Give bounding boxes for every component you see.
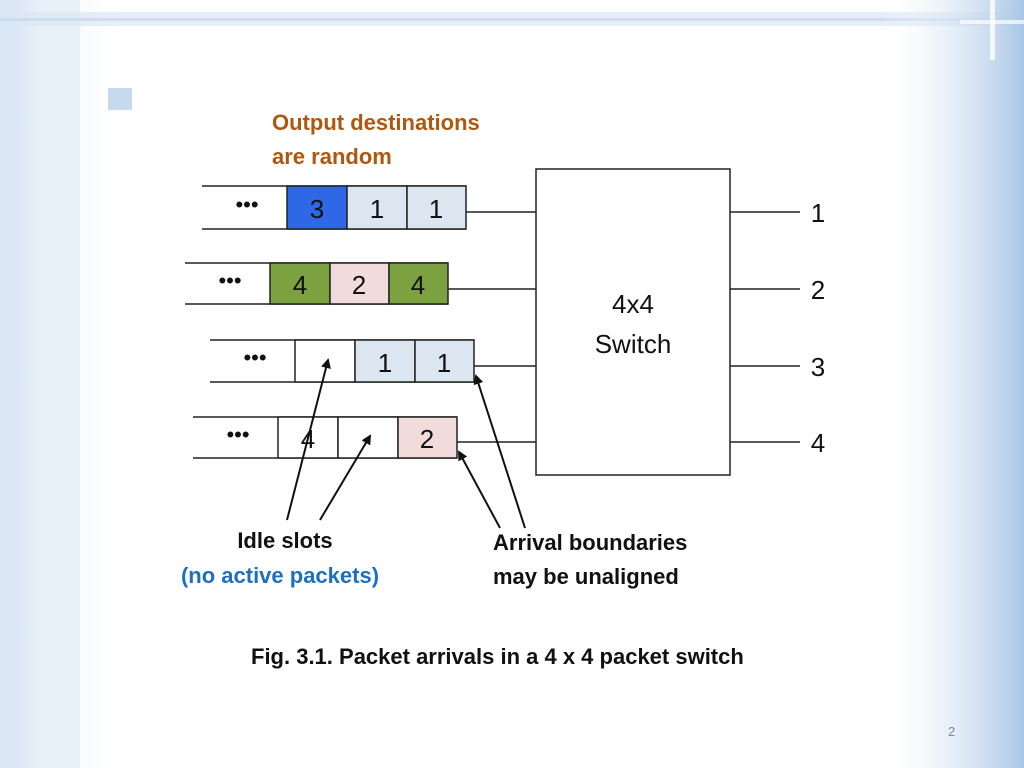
input-queue-4: ••• 4 2 <box>193 416 536 459</box>
figure-caption: Fig. 3.1. Packet arrivals in a 4 x 4 pac… <box>251 644 744 669</box>
queue-ellipsis: ••• <box>235 192 258 217</box>
packet-label: 1 <box>378 348 392 378</box>
arrival-arrow-1 <box>473 374 526 529</box>
output-label-1: 1 <box>811 198 825 228</box>
slide-number: 2 <box>948 724 956 739</box>
packet-cell <box>406 185 467 230</box>
packet-label: 4 <box>293 270 307 300</box>
packet-label: 1 <box>437 348 451 378</box>
annotation-output-destinations: Output destinations are random <box>272 106 480 174</box>
output-label-2: 2 <box>811 275 825 305</box>
input-queue-3: ••• 1 1 <box>210 339 536 383</box>
annotation-line-1: Output destinations <box>272 110 480 135</box>
idle-arrow-1 <box>286 358 331 521</box>
packet-cell <box>286 185 348 230</box>
packet-label: 1 <box>429 194 443 224</box>
packet-label: 2 <box>420 424 434 454</box>
packet-label: 2 <box>352 270 366 300</box>
switch-box: 4x4 Switch <box>535 168 731 476</box>
idle-arrow-2 <box>319 434 372 521</box>
idle-slots-label: Idle slots <box>237 528 333 553</box>
input-queue-2: ••• 4 2 4 <box>185 262 536 305</box>
idle-slots-sublabel: (no active packets) <box>180 563 380 588</box>
packet-cell <box>414 339 475 383</box>
packet-label: 3 <box>310 194 324 224</box>
switch-label-line-1: 4x4 <box>612 289 654 319</box>
queue-ellipsis: ••• <box>226 422 249 447</box>
input-queue-1: ••• 3 1 1 <box>202 185 536 230</box>
queue-ellipsis: ••• <box>243 345 266 370</box>
packet-cell <box>397 416 458 459</box>
annotation-arrows <box>286 358 526 529</box>
packet-cell <box>346 185 408 230</box>
switch-label-line-2: Switch <box>595 329 672 359</box>
packet-cell <box>329 262 390 305</box>
packet-cell <box>354 339 416 383</box>
arrival-line-1: Arrival boundaries <box>493 530 688 555</box>
switch-rect <box>535 168 731 476</box>
packet-label: 1 <box>370 194 384 224</box>
arrival-arrow-2 <box>458 450 501 529</box>
arrival-boundaries-label: Arrival boundaries may be unaligned <box>493 526 687 594</box>
output-ports: 1 2 3 4 <box>730 198 825 458</box>
arrival-line-2: may be unaligned <box>493 564 679 589</box>
packet-cell-idle <box>337 416 399 459</box>
output-label-3: 3 <box>811 352 825 382</box>
output-label-4: 4 <box>811 428 825 458</box>
annotation-line-2: are random <box>272 144 392 169</box>
queue-ellipsis: ••• <box>218 268 241 293</box>
packet-cell <box>388 262 449 305</box>
packet-label: 4 <box>411 270 425 300</box>
